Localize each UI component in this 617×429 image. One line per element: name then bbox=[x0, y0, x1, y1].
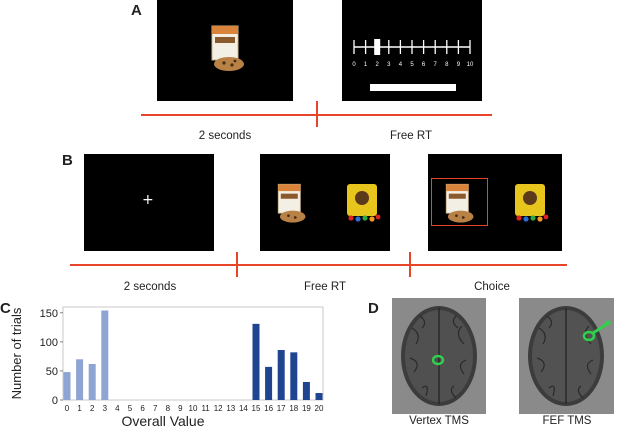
candy-bag-image bbox=[347, 184, 381, 222]
panel-b-timeline-tick-2 bbox=[409, 252, 411, 277]
x-tick-label: 12 bbox=[214, 404, 223, 413]
panel-c-letter: C bbox=[0, 300, 11, 317]
panel-a-timeline-tick bbox=[316, 101, 318, 127]
y-tick-label: 100 bbox=[40, 337, 58, 349]
x-tick-label: 19 bbox=[302, 404, 311, 413]
panel-b-caption-2: Free RT bbox=[304, 281, 346, 293]
y-tick-label: 150 bbox=[40, 308, 58, 320]
panel-b-caption-3: Choice bbox=[474, 281, 510, 293]
x-tick-label: 0 bbox=[65, 404, 70, 413]
bar-3 bbox=[101, 310, 109, 400]
rating-tick-label: 5 bbox=[410, 62, 414, 68]
x-tick-label: 16 bbox=[264, 404, 273, 413]
rating-tick-label: 3 bbox=[387, 62, 391, 68]
y-tick-label: 0 bbox=[52, 395, 58, 407]
x-tick-label: 20 bbox=[315, 404, 324, 413]
panel-b-choice-screen bbox=[428, 154, 562, 251]
rating-tick-label: 0 bbox=[352, 62, 356, 68]
x-axis-label: Overall Value bbox=[121, 413, 204, 429]
bar-0 bbox=[63, 372, 71, 400]
rating-tick-label: 8 bbox=[445, 62, 449, 68]
x-tick-label: 5 bbox=[128, 404, 133, 413]
bar-1 bbox=[76, 359, 84, 400]
x-tick-label: 6 bbox=[140, 404, 145, 413]
bar-2 bbox=[88, 363, 96, 400]
panel-d-letter: D bbox=[368, 300, 379, 317]
candy-bag-image bbox=[515, 184, 549, 222]
panel-b-letter: B bbox=[62, 152, 73, 169]
bar-19 bbox=[302, 381, 310, 400]
x-tick-label: 11 bbox=[201, 404, 210, 413]
rating-tick-label: 9 bbox=[457, 62, 461, 68]
cookie-package-image bbox=[211, 25, 244, 71]
bar-18 bbox=[290, 352, 298, 400]
x-tick-label: 4 bbox=[115, 404, 120, 413]
x-tick-label: 9 bbox=[178, 404, 183, 413]
rating-tick-label: 6 bbox=[422, 62, 426, 68]
rating-confirm-bar bbox=[370, 84, 456, 91]
panel-b-options-screen bbox=[260, 154, 390, 251]
rating-tick-label: 7 bbox=[434, 62, 438, 68]
x-tick-label: 2 bbox=[90, 404, 95, 413]
panel-a-letter: A bbox=[131, 2, 142, 19]
x-tick-label: 1 bbox=[77, 404, 82, 413]
vertex-tms-label: Vertex TMS bbox=[409, 415, 469, 427]
x-tick-label: 7 bbox=[153, 404, 158, 413]
bar-20 bbox=[315, 393, 323, 400]
rating-tick-label: 10 bbox=[467, 62, 474, 68]
panel-a-caption-1: 2 seconds bbox=[198, 130, 252, 142]
x-tick-label: 3 bbox=[103, 404, 108, 413]
vertex-brain-image bbox=[392, 298, 486, 414]
rating-tick-label: 2 bbox=[376, 62, 380, 68]
y-tick-label: 50 bbox=[46, 366, 58, 378]
rating-tick-label: 1 bbox=[364, 62, 368, 68]
x-tick-label: 15 bbox=[252, 404, 261, 413]
panel-a-rating-screen: 0 1 2 3 4 5 6 7 8 9 10 bbox=[342, 0, 482, 101]
x-tick-label: 14 bbox=[239, 404, 248, 413]
panel-b-fixation-screen: + bbox=[84, 154, 214, 251]
fef-brain-image bbox=[519, 298, 614, 414]
x-tick-label: 17 bbox=[277, 404, 286, 413]
x-tick-label: 18 bbox=[289, 404, 298, 413]
cookie-package-image bbox=[445, 183, 474, 223]
panel-a-stimulus-screen bbox=[157, 0, 293, 101]
panel-b-caption-1: 2 seconds bbox=[123, 281, 177, 293]
panel-a-caption-2: Free RT bbox=[390, 130, 432, 142]
rating-selection-marker bbox=[374, 39, 381, 55]
rating-tick-label: 4 bbox=[399, 62, 403, 68]
rating-scale[interactable]: 0 1 2 3 4 5 6 7 8 9 10 bbox=[342, 0, 482, 101]
x-tick-label: 8 bbox=[166, 404, 171, 413]
bar-16 bbox=[265, 366, 273, 400]
choice-highlight-box bbox=[431, 178, 488, 226]
fef-tms-label: FEF TMS bbox=[542, 415, 592, 427]
x-tick-label: 13 bbox=[226, 404, 235, 413]
bar-17 bbox=[277, 350, 285, 400]
cookie-package-image bbox=[277, 183, 306, 223]
bar-15 bbox=[252, 323, 260, 400]
panel-b-timeline bbox=[70, 264, 567, 266]
y-axis-label: Number of trials bbox=[9, 307, 24, 399]
fixation-cross: + bbox=[142, 192, 154, 208]
panel-b-timeline-tick-1 bbox=[236, 252, 238, 277]
x-tick-label: 10 bbox=[189, 404, 198, 413]
